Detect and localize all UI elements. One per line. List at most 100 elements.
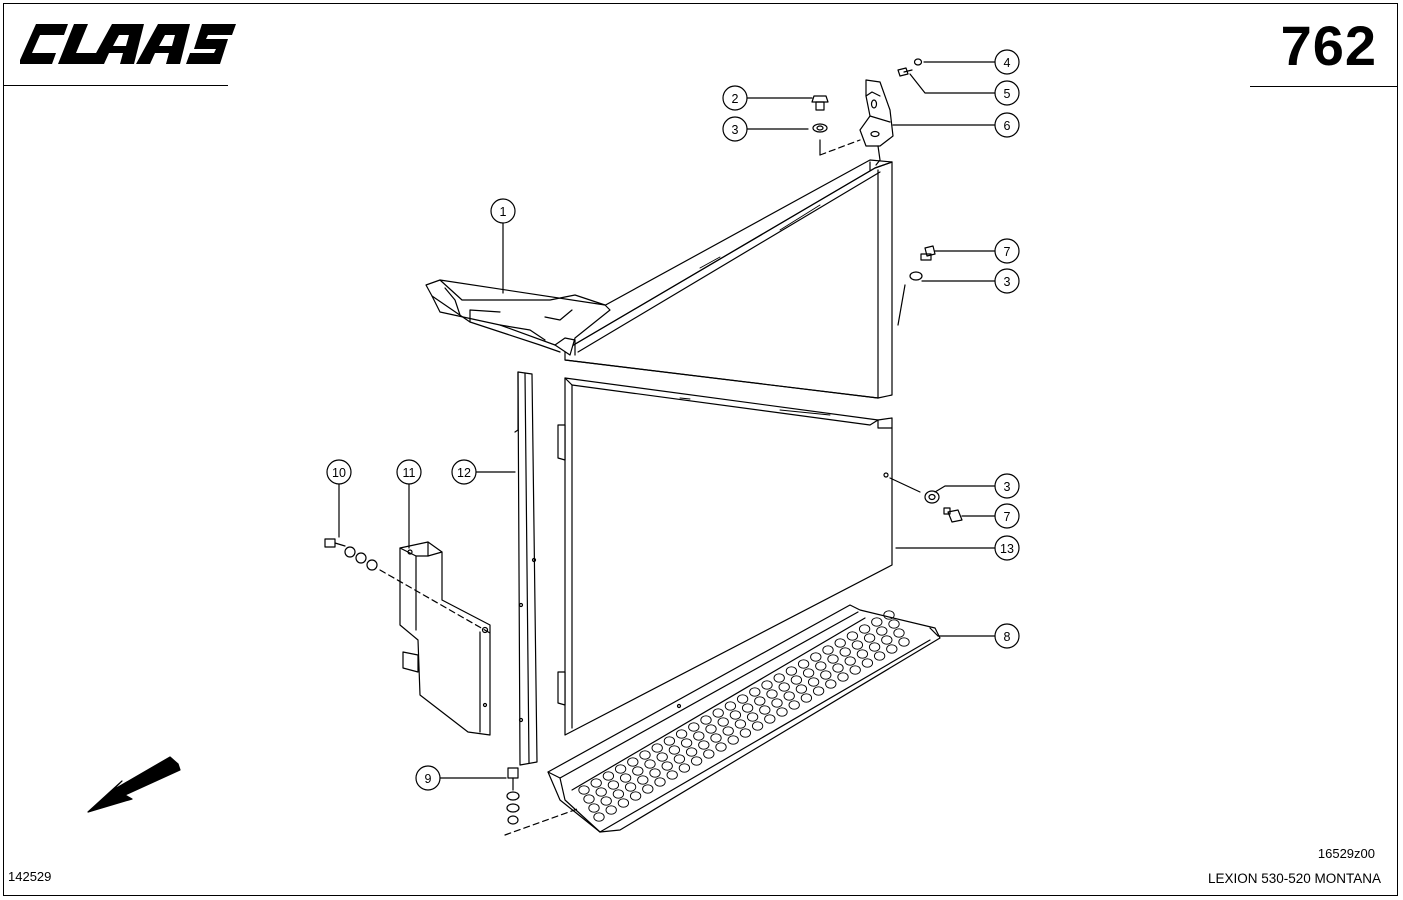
perforation-hole xyxy=(619,773,632,783)
header-rule-right xyxy=(1250,86,1398,87)
callout-3c: 3 xyxy=(934,473,1020,499)
upper-bracket-part1 xyxy=(425,279,611,356)
svg-text:4: 4 xyxy=(1004,56,1011,70)
perforation-hole xyxy=(605,805,617,815)
perforation-hole xyxy=(602,771,615,781)
upper-side-panel xyxy=(559,159,893,399)
svg-text:13: 13 xyxy=(1000,542,1014,556)
callout-12: 12 xyxy=(451,459,516,485)
perforation-hole xyxy=(632,766,644,776)
perforation-hole xyxy=(656,752,668,762)
perforation-hole xyxy=(795,684,808,694)
perforation-hole xyxy=(661,761,673,771)
perforation-hole xyxy=(644,759,656,769)
perforation-hole xyxy=(754,696,766,706)
drawing-number: 16529z00 xyxy=(1317,846,1375,861)
perforation-hole xyxy=(861,658,874,668)
top-bracket-part6 xyxy=(819,79,894,166)
fasteners-part9 xyxy=(506,767,520,825)
perforation-hole xyxy=(703,749,715,759)
perforation-hole xyxy=(627,757,639,767)
callout-8: 8 xyxy=(937,623,1020,649)
svg-text:3: 3 xyxy=(1004,275,1011,289)
perforation-hole xyxy=(888,619,900,629)
perforation-hole xyxy=(739,728,752,738)
callout-9: 9 xyxy=(415,765,507,791)
perforation-hole xyxy=(863,633,876,643)
perforation-hole xyxy=(712,708,724,718)
perforation-hole xyxy=(761,680,773,690)
perforation-hole xyxy=(666,770,678,780)
perforation-hole xyxy=(673,754,686,764)
perforation-hole xyxy=(766,689,778,699)
lower-side-panel-part13 xyxy=(557,377,963,736)
perforation-hole xyxy=(617,798,630,808)
callout-13: 13 xyxy=(895,535,1020,561)
perforation-hole xyxy=(639,750,651,760)
callout-1: 1 xyxy=(490,198,516,294)
perforation-hole xyxy=(729,710,742,720)
perforation-hole xyxy=(637,775,649,785)
perforation-hole xyxy=(736,694,749,704)
svg-text:7: 7 xyxy=(1004,510,1011,524)
perforation-hole xyxy=(773,673,785,683)
svg-text:8: 8 xyxy=(1004,630,1011,644)
perforation-hole xyxy=(649,768,661,778)
perforation-hole xyxy=(624,782,637,792)
perforation-hole xyxy=(893,628,905,638)
callout-11: 11 xyxy=(396,459,422,549)
perforation-hole xyxy=(607,780,620,790)
svg-text:11: 11 xyxy=(403,466,416,480)
callout-6: 6 xyxy=(892,112,1020,138)
claas-logo xyxy=(16,22,238,71)
perforation-hole xyxy=(778,682,790,692)
perforation-hole xyxy=(815,661,827,671)
callout-4: 4 xyxy=(923,49,1020,75)
svg-text:2: 2 xyxy=(732,92,739,106)
perforation-hole xyxy=(715,742,727,752)
perforation-hole xyxy=(705,724,717,734)
page-frame xyxy=(3,3,1398,896)
document-number: 142529 xyxy=(8,869,52,884)
perforation-hole xyxy=(871,617,883,627)
perforation-hole xyxy=(741,703,754,713)
perforation-hole xyxy=(858,624,871,634)
callout-7a: 7 xyxy=(934,238,1020,264)
perforation-hole xyxy=(759,705,771,715)
perforation-hole xyxy=(827,654,839,664)
svg-text:5: 5 xyxy=(1004,87,1011,101)
perforation-hole xyxy=(654,777,666,787)
svg-text:6: 6 xyxy=(1004,119,1011,133)
perforation-hole xyxy=(825,679,837,689)
top-fasteners xyxy=(811,58,936,326)
perforation-hole xyxy=(837,672,849,682)
perforation-hole xyxy=(698,740,710,750)
callout-2: 2 xyxy=(722,85,813,111)
svg-text:1: 1 xyxy=(500,205,507,219)
header-rule-left xyxy=(4,85,228,86)
perforation-hole xyxy=(693,731,705,741)
perforated-step-part8 xyxy=(504,604,941,836)
perforation-hole xyxy=(802,668,815,678)
perforation-hole xyxy=(844,656,856,666)
perforation-hole xyxy=(776,707,788,717)
perforation-hole xyxy=(868,642,881,652)
perforation-hole xyxy=(764,714,776,724)
perforation-hole xyxy=(876,626,888,636)
perforation-hole xyxy=(614,764,627,774)
perforation-hole xyxy=(898,637,910,647)
perforation-hole xyxy=(651,743,663,753)
perforation-hole xyxy=(727,735,739,745)
bracket-part11 xyxy=(379,541,491,736)
perforation-hole xyxy=(675,729,688,739)
perforation-hole xyxy=(600,796,612,806)
perforation-hole xyxy=(751,721,764,731)
perforation-hole xyxy=(807,677,820,687)
perforation-hole xyxy=(839,647,851,657)
page-number: 762 xyxy=(1280,14,1377,77)
perforation-hole xyxy=(578,785,590,795)
perforation-hole xyxy=(800,693,813,703)
perforation-hole xyxy=(612,789,625,799)
perforation-hole xyxy=(810,652,822,662)
